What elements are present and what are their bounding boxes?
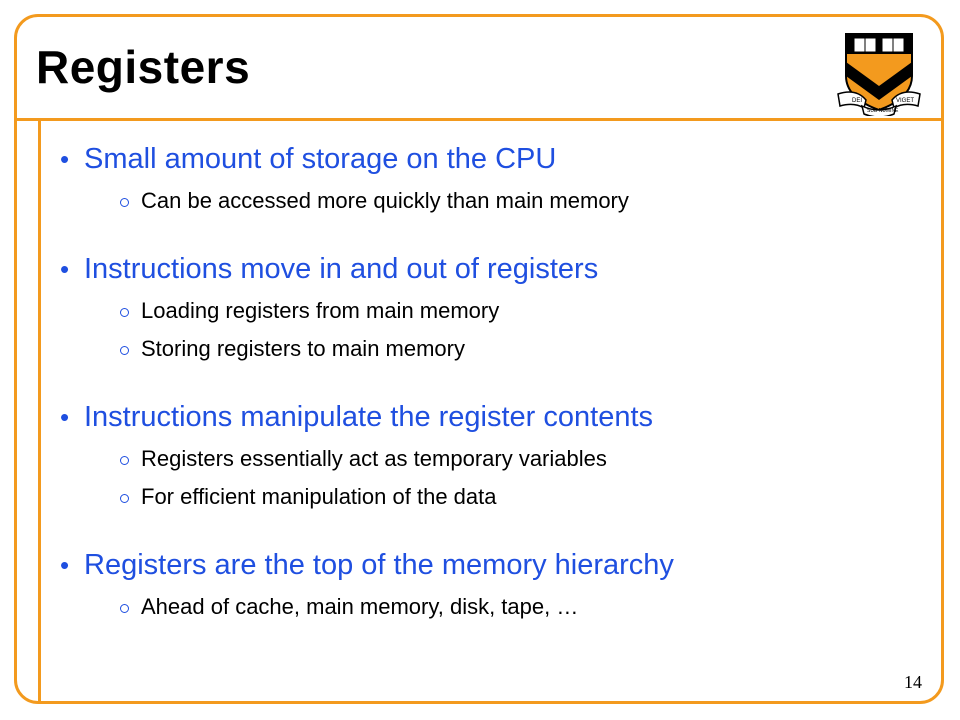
slide-title: Registers [36, 41, 251, 93]
sub-bullet-text: Loading registers from main memory [141, 298, 500, 323]
sub-bullet-text: Ahead of cache, main memory, disk, tape,… [141, 594, 579, 619]
sub-bullet-text: Can be accessed more quickly than main m… [141, 188, 629, 213]
bullet-dot-icon: • [60, 550, 70, 580]
bullet-dot-icon: • [60, 144, 70, 174]
page-number: 14 [904, 672, 922, 692]
sub-bullet-text: Registers essentially act as temporary v… [141, 446, 607, 471]
bullet-text: Small amount of storage on the CPU [84, 143, 557, 175]
sub-bullet-item: Loading registers from main memory [84, 296, 920, 326]
bullet-dot-icon: • [60, 402, 70, 432]
logo-scroll-center: SUB NUMINE [867, 108, 899, 114]
logo-scroll-right: VIGET [896, 98, 914, 104]
slide-frame [14, 14, 944, 704]
sub-bullet-item: Ahead of cache, main memory, disk, tape,… [84, 592, 920, 622]
bullet-list: • Small amount of storage on the CPU Can… [60, 140, 920, 622]
ring-bullet-icon [120, 198, 129, 207]
ring-bullet-icon [120, 308, 129, 317]
bullet-item: • Instructions manipulate the register c… [60, 398, 920, 512]
ring-bullet-icon [120, 346, 129, 355]
sub-bullet-item: Can be accessed more quickly than main m… [84, 186, 920, 216]
ring-bullet-icon [120, 456, 129, 465]
sub-bullet-text: For efficient manipulation of the data [141, 484, 497, 509]
bullet-item: • Small amount of storage on the CPU Can… [60, 140, 920, 216]
princeton-shield-logo: DEI VIGET SUB NUMINE [837, 33, 921, 116]
sub-bullet-item: Storing registers to main memory [84, 334, 920, 364]
bullet-item: • Registers are the top of the memory hi… [60, 546, 920, 622]
bullet-text: Registers are the top of the memory hier… [84, 549, 674, 581]
left-divider [38, 118, 41, 704]
bullet-text: Instructions manipulate the register con… [84, 401, 654, 433]
sub-bullet-text: Storing registers to main memory [141, 336, 465, 361]
ring-bullet-icon [120, 604, 129, 613]
bullet-item: • Instructions move in and out of regist… [60, 250, 920, 364]
title-divider [14, 118, 944, 121]
sub-bullet-item: For efficient manipulation of the data [84, 482, 920, 512]
bullet-dot-icon: • [60, 254, 70, 284]
bullet-text: Instructions move in and out of register… [84, 253, 599, 285]
logo-scroll-left: DEI [852, 98, 862, 104]
ring-bullet-icon [120, 494, 129, 503]
sub-bullet-item: Registers essentially act as temporary v… [84, 444, 920, 474]
